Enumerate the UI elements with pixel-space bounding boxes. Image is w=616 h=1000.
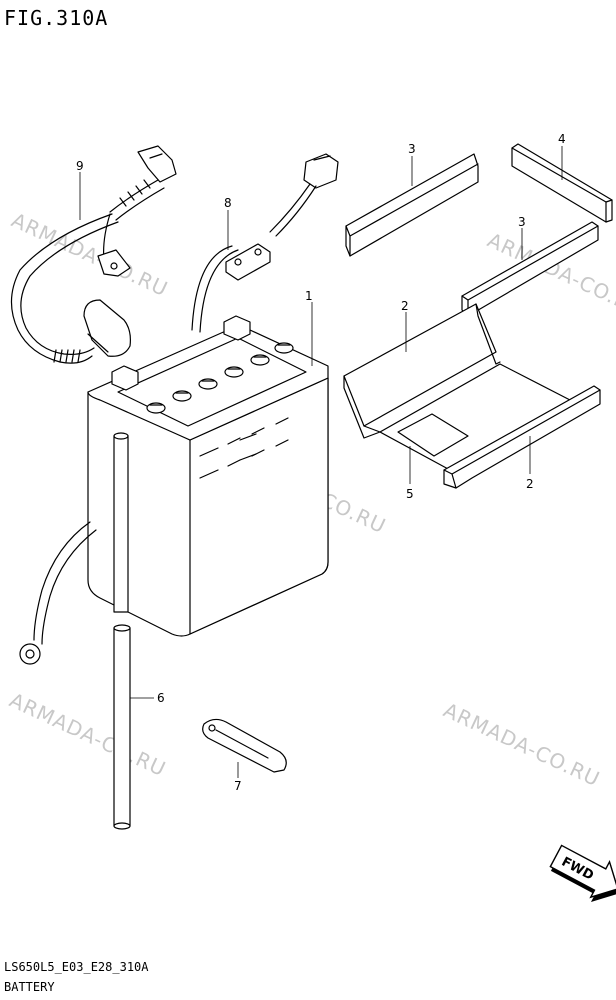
- callout-3: 3: [408, 142, 416, 156]
- callout-9: 9: [76, 159, 84, 173]
- cable-clamp: [191, 153, 339, 333]
- callout-4: 4: [558, 132, 566, 146]
- callout-1: 1: [305, 289, 313, 303]
- callout-2: 2: [401, 299, 409, 313]
- callout-3: 3: [518, 215, 526, 229]
- callout-2: 2: [526, 477, 534, 491]
- cushion-pad-top: [511, 143, 613, 223]
- battery: [87, 315, 329, 637]
- watermark: ARMADA-CO.RU: [6, 688, 170, 782]
- callout-5: 5: [406, 487, 414, 501]
- watermark: ARMADA-CO.RU: [440, 698, 604, 792]
- battery-cable: [10, 145, 177, 364]
- breather-tube: [113, 432, 131, 830]
- battery-case: [343, 303, 601, 489]
- forward-direction-arrow: FWD: [549, 844, 616, 903]
- ground-lead: [19, 521, 97, 665]
- watermark: ARMADA-CO.RU: [8, 208, 172, 302]
- drawing-name: BATTERY: [4, 980, 55, 994]
- battery-bracket: [202, 718, 287, 773]
- figure-title: FIG.310A: [4, 6, 109, 30]
- drawing-code: LS650L5_E03_E28_310A: [4, 960, 149, 974]
- callout-7: 7: [234, 779, 242, 793]
- callout-8: 8: [224, 196, 232, 210]
- cushion-pad: [461, 221, 599, 317]
- cushion-pad: [345, 153, 479, 257]
- callout-6: 6: [157, 691, 165, 705]
